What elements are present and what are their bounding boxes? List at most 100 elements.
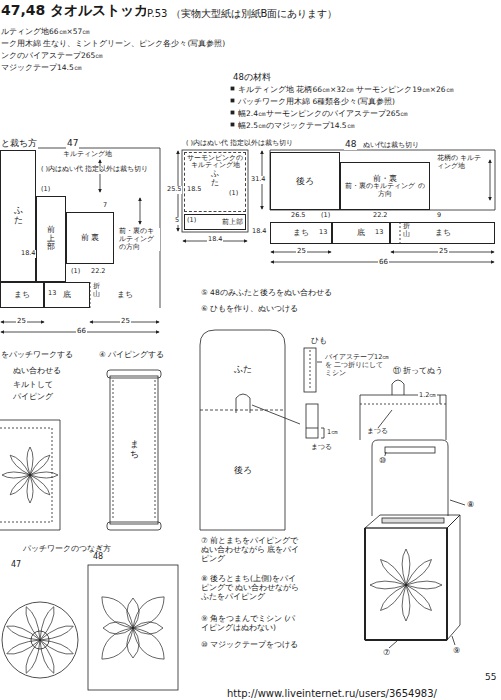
annotation: 幅2.4㎝サーモンピンクのバイアステープ265㎝ (237, 109, 409, 118)
pattern-piece: 前・裏前・裏のキルティング の方向 (340, 162, 430, 210)
patchwork-petal (102, 628, 133, 659)
patchwork-petal (406, 560, 431, 585)
piece-name: 後ろ (234, 465, 252, 475)
annotation: (1) (186, 217, 197, 225)
annotation: 折山 (93, 283, 100, 299)
annotation: 7 (102, 202, 108, 210)
finished-bag-figure (365, 528, 447, 640)
piece-name: 底 (357, 228, 365, 237)
annotation: 25 (16, 317, 27, 325)
back-and-flap-figure (200, 330, 285, 530)
annotation: 48の材料 (232, 72, 272, 82)
annotation: ⑨ (452, 646, 461, 656)
annotation: 48 (92, 552, 104, 562)
annotation: 66 (378, 258, 389, 266)
annotation: マジックテープ14.5㎝ (0, 63, 83, 72)
annotation: P.53 （実物大型紙は別紙B面にあります） (146, 8, 338, 20)
annotation: ⑧ 後ろとまち(上側)をパイピングで ぬい合わせながら ふたをパイピング (200, 574, 302, 601)
piece-name: まち (130, 440, 139, 460)
annotation: をパッチワークする (0, 350, 74, 359)
finished-bag-figure (446, 528, 448, 640)
annotation: 55 (484, 672, 497, 683)
gusset-figure (107, 370, 161, 530)
annotation: (1) (40, 186, 51, 194)
pattern-piece: 後ろ (206, 420, 280, 520)
front-patch-figure (0, 420, 60, 530)
cutting-layout-pocket (182, 150, 248, 232)
annotation: 22.2 (372, 212, 388, 220)
annotation: バイアステープ12㎝を 二つ折りにして ミシン (324, 354, 392, 377)
annotation: ⑧ (466, 500, 475, 510)
annotation: ⑩ (378, 456, 387, 466)
gusset-figure (155, 380, 156, 520)
annotation: 26.5 (290, 212, 306, 220)
cutting-layout-47 (100, 160, 101, 192)
patchwork-petal (40, 626, 73, 640)
annotation: 13 (318, 229, 328, 237)
piece-name: まち (435, 228, 451, 237)
annotation: 25.5 (166, 186, 182, 194)
patchwork-petal (2, 447, 442, 673)
annotation: ( )内はぬい代 指定以外は裁ち切り (185, 140, 294, 148)
piece-name: ふた (14, 206, 23, 226)
annotation: 13 (47, 290, 57, 298)
annotation: ぬい代は裁ち切り (362, 141, 420, 149)
pattern-piece: まち (0, 282, 44, 308)
piece-name: 前 裏 (81, 233, 100, 242)
cutting-layout-48 (231, 123, 234, 126)
pattern-piece: サーモンピンクの キルティング地ふた (184, 152, 246, 212)
patchwork-petal (26, 640, 40, 673)
annotation: ⑦ (382, 648, 391, 658)
cutting-layout-47 (0, 148, 160, 308)
handle-fold-figure (360, 395, 446, 440)
gusset-figure (107, 522, 161, 530)
cutting-layout-48 (400, 222, 401, 244)
annotation: ④ パイピングする (98, 350, 165, 359)
finished-bag-figure (447, 515, 460, 640)
pattern-piece: まち (90, 282, 160, 308)
annotation: 31.4 (250, 176, 266, 184)
annotation: 9 (436, 212, 442, 220)
patchwork-petal (30, 455, 50, 475)
piece-name: まち (293, 228, 309, 237)
annotation: 幅2.5㎝のマジックテープ14.5㎝ (237, 121, 356, 130)
annotation: 25 (438, 247, 449, 255)
annotation: 1㎝ (326, 429, 339, 437)
cutting-layout-pocket (178, 150, 248, 241)
finished-bag-figure (364, 528, 366, 640)
gusset-figure (107, 370, 161, 378)
annotation: キルティング地 花柄66㎝×32㎝ サーモンピンク19㎝×26㎝ (237, 85, 455, 94)
annotation: 18.4 (251, 228, 267, 236)
back-and-flap-figure (252, 405, 300, 424)
front-patch-figure (0, 420, 60, 530)
strap-figure (310, 350, 311, 390)
piece-name: ふた (211, 170, 219, 188)
front-patch-figure (0, 428, 52, 522)
annotation: http://www.liveinternet.ru/users/3654983… (226, 688, 438, 700)
finished-bag-figure (365, 515, 460, 528)
piece-name: 前上部 (222, 218, 243, 226)
annotation: (1) (70, 268, 81, 276)
patchwork-joining-figure (2, 565, 178, 690)
handle-fold-figure (440, 395, 441, 404)
annotation: 48 (344, 139, 357, 150)
strap-figure (306, 428, 318, 429)
back-and-flap-figure (236, 394, 250, 413)
handle-fold-figure (360, 404, 446, 405)
pattern-piece: 前 裏 (66, 212, 114, 264)
pattern-piece: ふた (206, 338, 280, 400)
annotation: 25 (296, 247, 307, 255)
annotation: ⑥ ひもを作り、ぬいつける (200, 304, 299, 313)
annotation: ひも (310, 336, 328, 345)
annotation: まつる (366, 428, 389, 436)
back-and-flap-figure (200, 330, 300, 530)
annotation: 22.2 (90, 268, 106, 276)
cutting-layout-48 (231, 87, 495, 262)
strap-figure (304, 348, 316, 392)
handle-fold-figure (378, 410, 392, 428)
annotation: 66 (76, 327, 87, 335)
patchwork-petal (133, 622, 163, 634)
pattern-piece: まち (112, 380, 156, 520)
annotation: ⑩ マジックテープをつける (200, 640, 322, 649)
